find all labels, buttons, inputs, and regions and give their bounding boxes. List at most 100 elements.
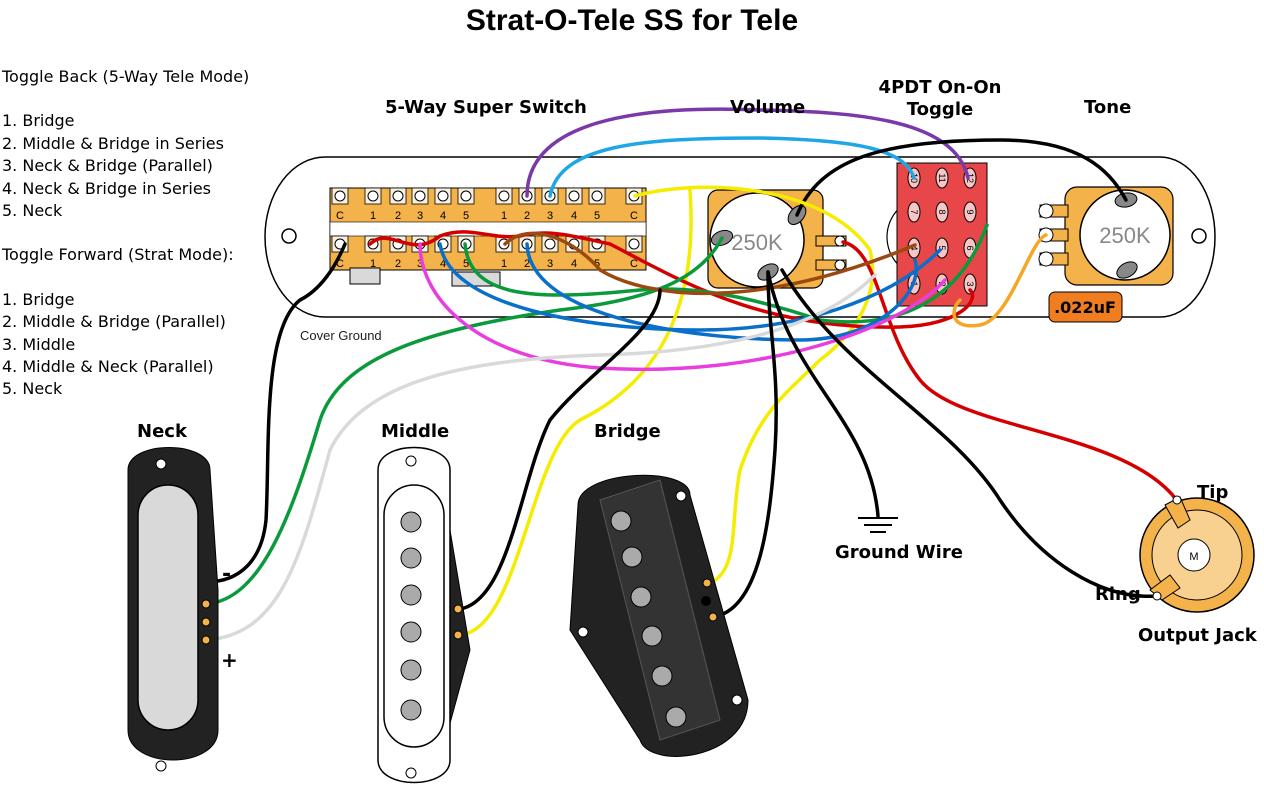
magenta-wire [418, 242, 947, 372]
neck-pickup [127, 447, 219, 772]
cover-ground-label: Cover Ground [300, 328, 382, 343]
volume-label: Volume [730, 97, 806, 118]
toggle-forward-position: 4. Middle & Neck (Parallel) [2, 357, 214, 377]
black-wire-middle [458, 288, 662, 611]
plus-sign: + [221, 648, 238, 672]
switch-terminal-label: C [630, 210, 638, 222]
switch-terminal-label: 2 [395, 210, 401, 222]
switch-terminal-label: 1 [501, 258, 507, 270]
capacitor-value: .022uF [1054, 298, 1116, 317]
black-wire-neck [204, 242, 347, 584]
switch-terminal-top: 2 [389, 187, 407, 222]
yellow-wire [633, 185, 875, 585]
black-wire-ground [766, 270, 880, 518]
switch-terminal-top: 1 [364, 187, 382, 222]
switch-terminal-label: C [336, 210, 344, 222]
toggle-terminal-label: 12 [965, 173, 975, 183]
volume-pot-value: 250K [731, 230, 783, 255]
purple-wire [525, 107, 970, 198]
bridge-label: Bridge [594, 421, 661, 442]
switch-terminal-label: 4 [571, 258, 577, 270]
black-wire-ring [780, 268, 1159, 598]
switch-terminal-label: 2 [524, 210, 530, 222]
brown-wire [503, 231, 917, 296]
toggle-terminal: 8 [935, 201, 949, 223]
switch-terminal-label: 1 [370, 210, 376, 222]
toggle-label: 4PDT On-On Toggle [870, 77, 1010, 121]
orange-wire [952, 233, 1048, 328]
switch-terminal-label: 1 [501, 210, 507, 222]
switch-terminal-label: 2 [395, 258, 401, 270]
minus-sign: - [222, 562, 232, 587]
toggle-terminal-label: 8 [937, 209, 947, 214]
toggle-terminal-label: 5 [937, 245, 947, 250]
bridge-pickup [569, 474, 749, 757]
middle-pickup [377, 446, 471, 784]
toggle-terminal-label: 9 [965, 209, 975, 214]
plate-screw-right [1191, 228, 1207, 244]
tone-capacitor: .022uF [1048, 291, 1123, 323]
toggle-back-position: 2. Middle & Bridge in Series [2, 133, 224, 153]
tone-pot: 250K [1038, 186, 1174, 286]
diagram-title: Strat-O-Tele SS for Tele [465, 4, 799, 37]
blue-wire [438, 242, 942, 332]
switch-terminal-label: 2 [524, 258, 530, 270]
toggle-back-heading: Toggle Back (5-Way Tele Mode) [2, 67, 250, 86]
toggle-back-position: 1. Bridge [2, 111, 75, 131]
switch-terminal-label: 3 [547, 210, 553, 222]
white-wire-neck [204, 273, 877, 642]
ground-wire-label: Ground Wire [835, 542, 963, 563]
toggle-terminal: 9 [963, 201, 977, 223]
black-wire-volume-toggle [795, 138, 1128, 217]
toggle-terminal: 7 [907, 201, 921, 223]
toggle-back-position: 3. Neck & Bridge (Parallel) [2, 156, 213, 176]
wires [204, 107, 1177, 642]
toggle-terminal-label: 4 [909, 245, 919, 250]
yellow-wire-bridge-hot [458, 188, 693, 637]
switch-terminal-label: 5 [463, 258, 469, 270]
volume-pot: 250K [707, 189, 847, 289]
toggle-forward-position: 1. Bridge [2, 289, 75, 309]
output-jack: M [1139, 495, 1255, 613]
switch-terminal-top: 5 [457, 187, 475, 222]
toggle-terminal: 5 [935, 237, 949, 259]
plate-screw-left [281, 228, 297, 244]
switch-terminal-top: 4 [434, 187, 452, 222]
switch-notes: Toggle Back (5-Way Tele Mode) 1. Bridge … [2, 66, 249, 401]
switch-terminal-label: 5 [463, 210, 469, 222]
switch-terminal-top: 3 [411, 187, 429, 222]
ring-label: Ring [1095, 584, 1141, 605]
switch-terminal-label: 3 [417, 258, 423, 270]
toggle-terminal-label: 6 [965, 245, 975, 250]
toggle-forward-position: 2. Middle & Bridge (Parallel) [2, 312, 226, 332]
green-switch [463, 223, 989, 324]
switch-terminal-label: 1 [370, 258, 376, 270]
toggle-terminal: 11 [935, 167, 949, 189]
toggle-label-line1: 4PDT On-On [878, 77, 1002, 98]
middle-label: Middle [381, 421, 450, 442]
toggle-terminal: 3 [963, 273, 977, 295]
toggle-forward-heading: Toggle Forward (Strat Mode): [2, 245, 234, 265]
switch-terminal-label: C [336, 258, 344, 270]
switch-terminal-label: 3 [417, 210, 423, 222]
toggle-terminal-label: 7 [909, 209, 919, 214]
cyan-wire [548, 136, 916, 198]
switch-terminal-label: 4 [571, 210, 577, 222]
neck-label: Neck [137, 421, 187, 442]
black-wire-bridge [711, 270, 778, 619]
switch-terminal-top: 4 [565, 187, 583, 222]
toggle-label-line2: Toggle [906, 99, 974, 120]
switch-terminal-label: 5 [594, 210, 600, 222]
output-jack-label: Output Jack [1138, 625, 1257, 646]
toggle-back-position: 4. Neck & Bridge in Series [2, 178, 211, 198]
switch-label: 5-Way Super Switch [385, 97, 587, 118]
switch-terminal-bottom: C [625, 235, 643, 270]
switch-terminal-top: 5 [588, 187, 606, 222]
red-wire [841, 240, 1177, 500]
switch-terminal-top: 1 [495, 187, 513, 222]
blue-switch [525, 242, 919, 342]
switch-terminal-bottom: 4 [434, 235, 452, 270]
switch-terminal-label: 4 [440, 258, 446, 270]
